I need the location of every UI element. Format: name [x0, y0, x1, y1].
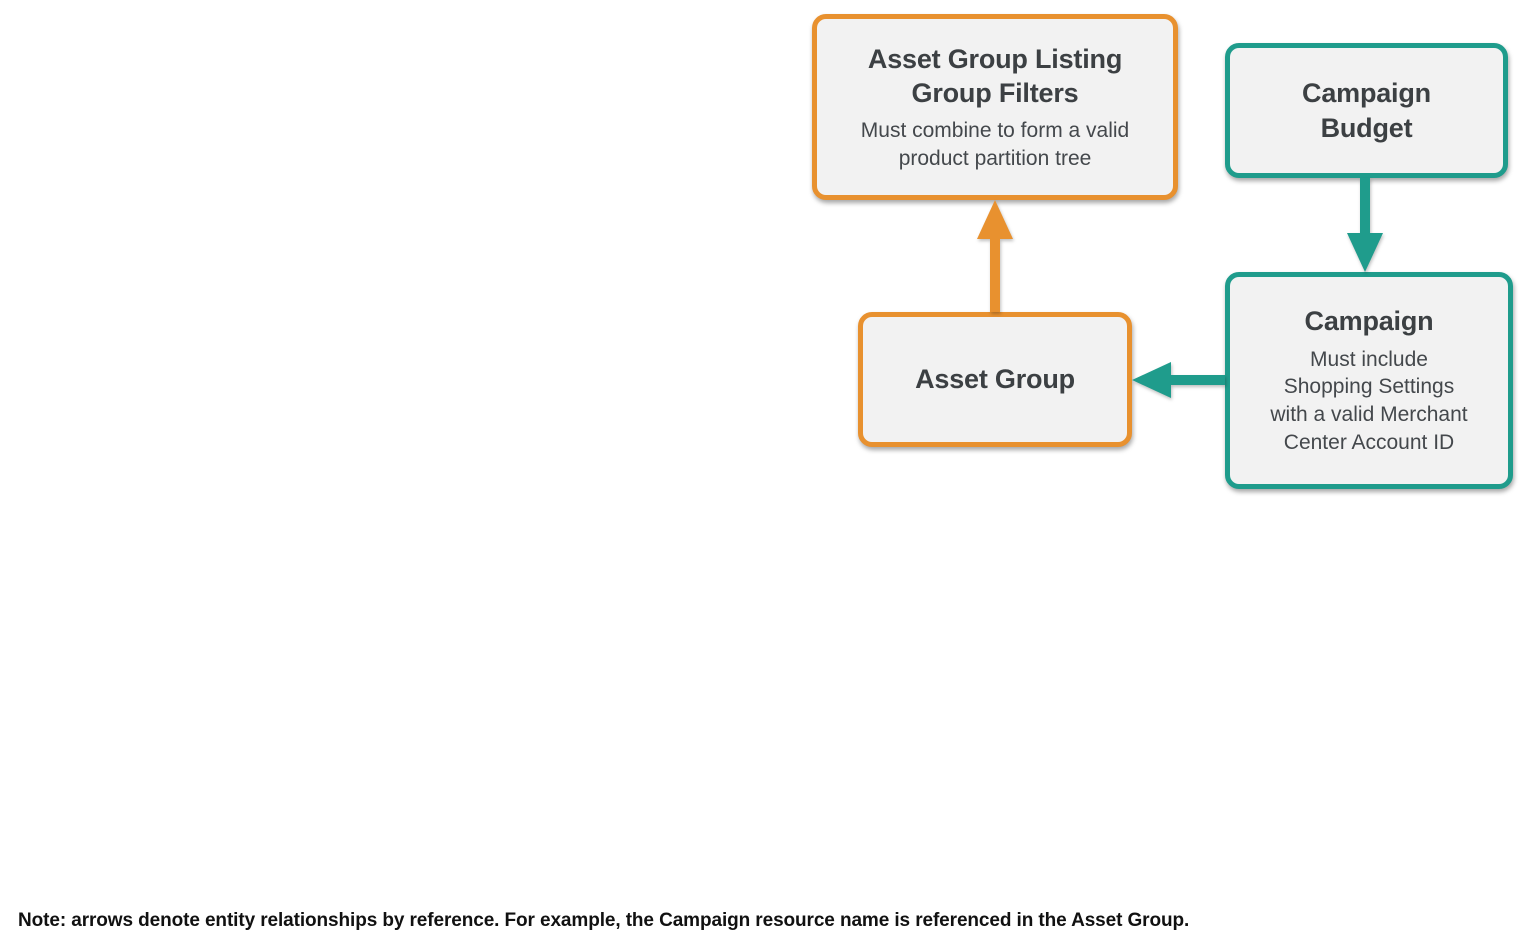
node-title: Campaign [1304, 306, 1434, 337]
footnote: Note: arrows denote entity relationships… [18, 910, 1190, 931]
arrow-up-asset-group-to-listing-filters [977, 200, 1013, 312]
node-title: Asset Group Listing Group Filters [867, 43, 1123, 108]
arrow-down-campaign-budget-to-campaign [1347, 178, 1383, 272]
node-asset-group: Asset Group [858, 312, 1132, 447]
node-campaign-budget: Campaign Budget [1225, 43, 1508, 178]
node-title: Asset Group [915, 364, 1075, 395]
node-subtitle: Must combine to form a valid product par… [860, 119, 1130, 170]
arrow-left-campaign-to-asset-group [1132, 362, 1225, 398]
node-campaign: Campaign Must include Shopping Settings … [1225, 272, 1513, 489]
node-asset-group-listing-group-filters: Asset Group Listing Group Filters Must c… [812, 14, 1178, 200]
node-title: Campaign Budget [1302, 78, 1431, 143]
node-subtitle: Must include Shopping Settings with a va… [1270, 347, 1468, 454]
